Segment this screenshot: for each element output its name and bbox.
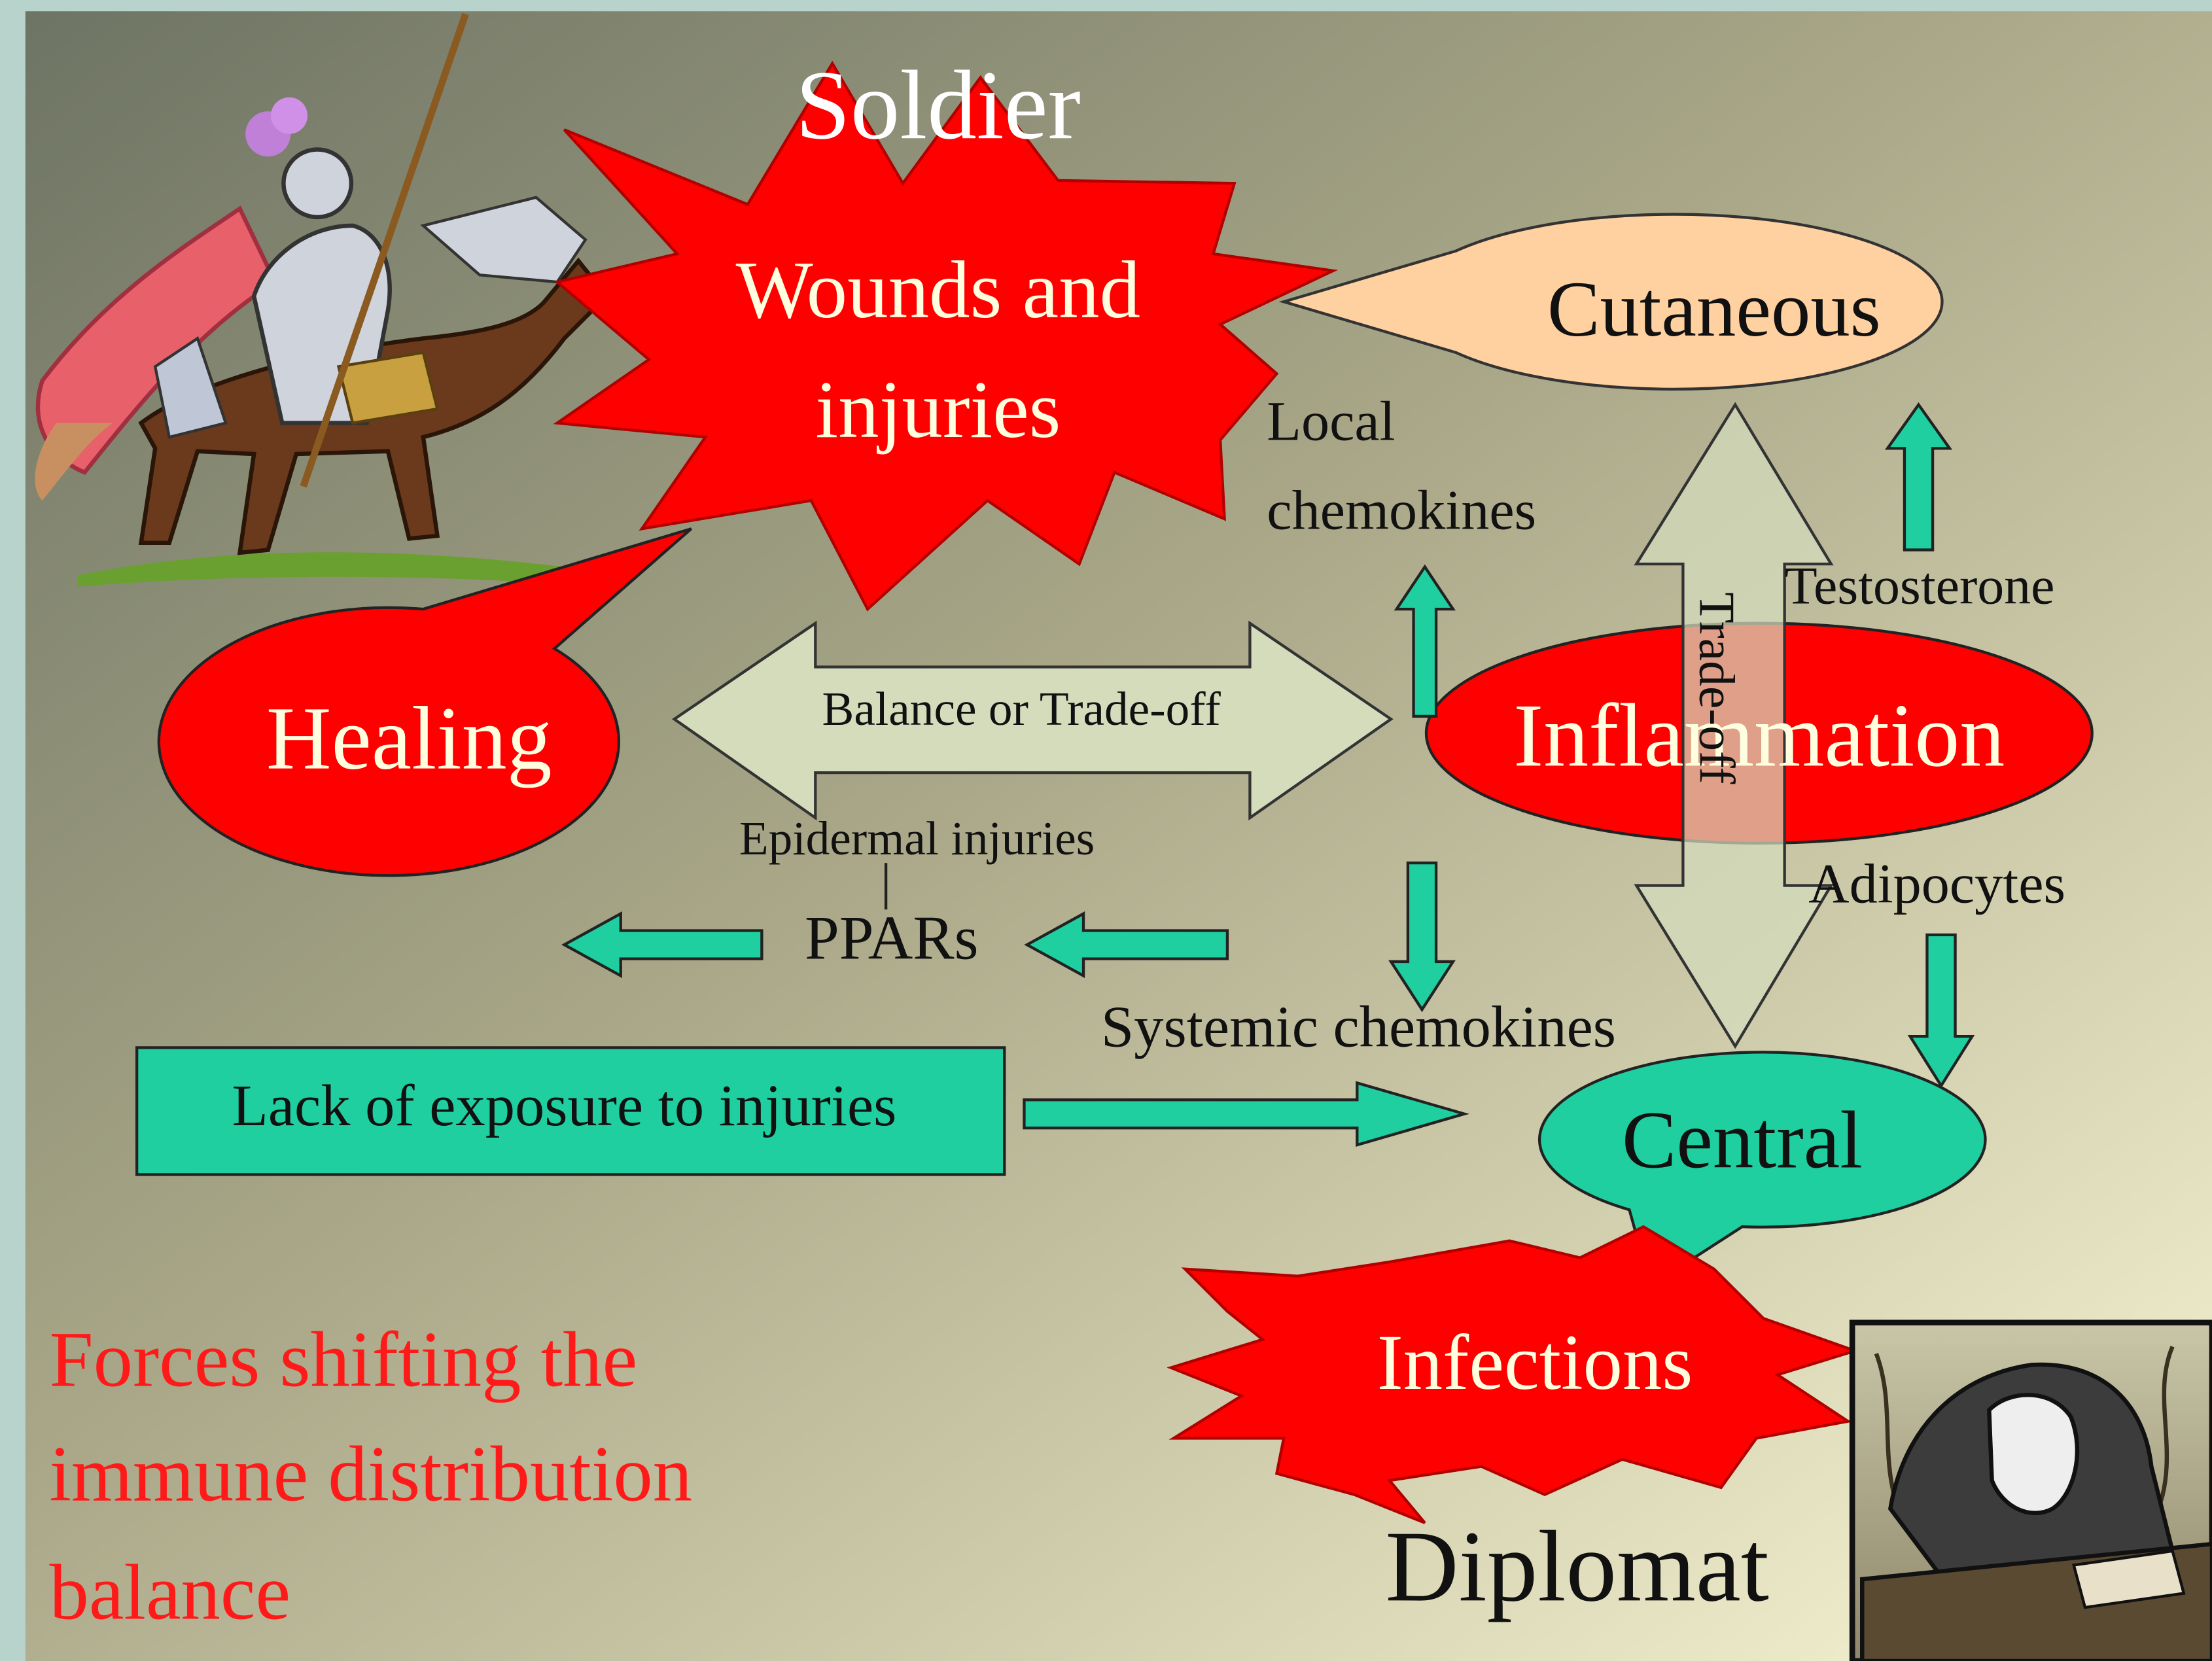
diplomat-writing-icon — [1852, 1323, 2212, 1661]
ppars-label: PPARs — [805, 903, 979, 973]
epidermal-injuries-label: Epidermal injuries — [739, 812, 1095, 865]
cutaneous-label: Cutaneous — [1547, 266, 1881, 353]
testosterone-label: Testosterone — [1785, 556, 2055, 616]
healing-label: Healing — [266, 688, 552, 788]
lack-exposure-label: Lack of exposure to injuries — [232, 1072, 897, 1138]
inflammation-label: Inflammation — [1513, 685, 2005, 785]
soldier-label: Soldier — [796, 50, 1081, 160]
tradeoff-label: Trade-off — [1689, 592, 1745, 784]
wounds-label-line1: Wounds and — [736, 245, 1141, 336]
wounds-label-line2: injuries — [815, 365, 1061, 455]
central-label: Central — [1622, 1096, 1863, 1186]
forces-line3: balance — [49, 1548, 290, 1636]
local-chemokines-line1: Local — [1267, 389, 1395, 452]
infections-label: Infections — [1377, 1319, 1693, 1407]
diplomat-label: Diplomat — [1385, 1510, 1768, 1622]
adipocytes-label: Adipocytes — [1808, 852, 2065, 915]
forces-line1: Forces shifting the — [49, 1316, 637, 1404]
forces-line2: immune distribution — [49, 1430, 692, 1518]
systemic-chemokines-label: Systemic chemokines — [1101, 993, 1616, 1059]
local-chemokines-line2: chemokines — [1267, 478, 1536, 541]
balance-label: Balance or Trade-off — [822, 682, 1221, 735]
